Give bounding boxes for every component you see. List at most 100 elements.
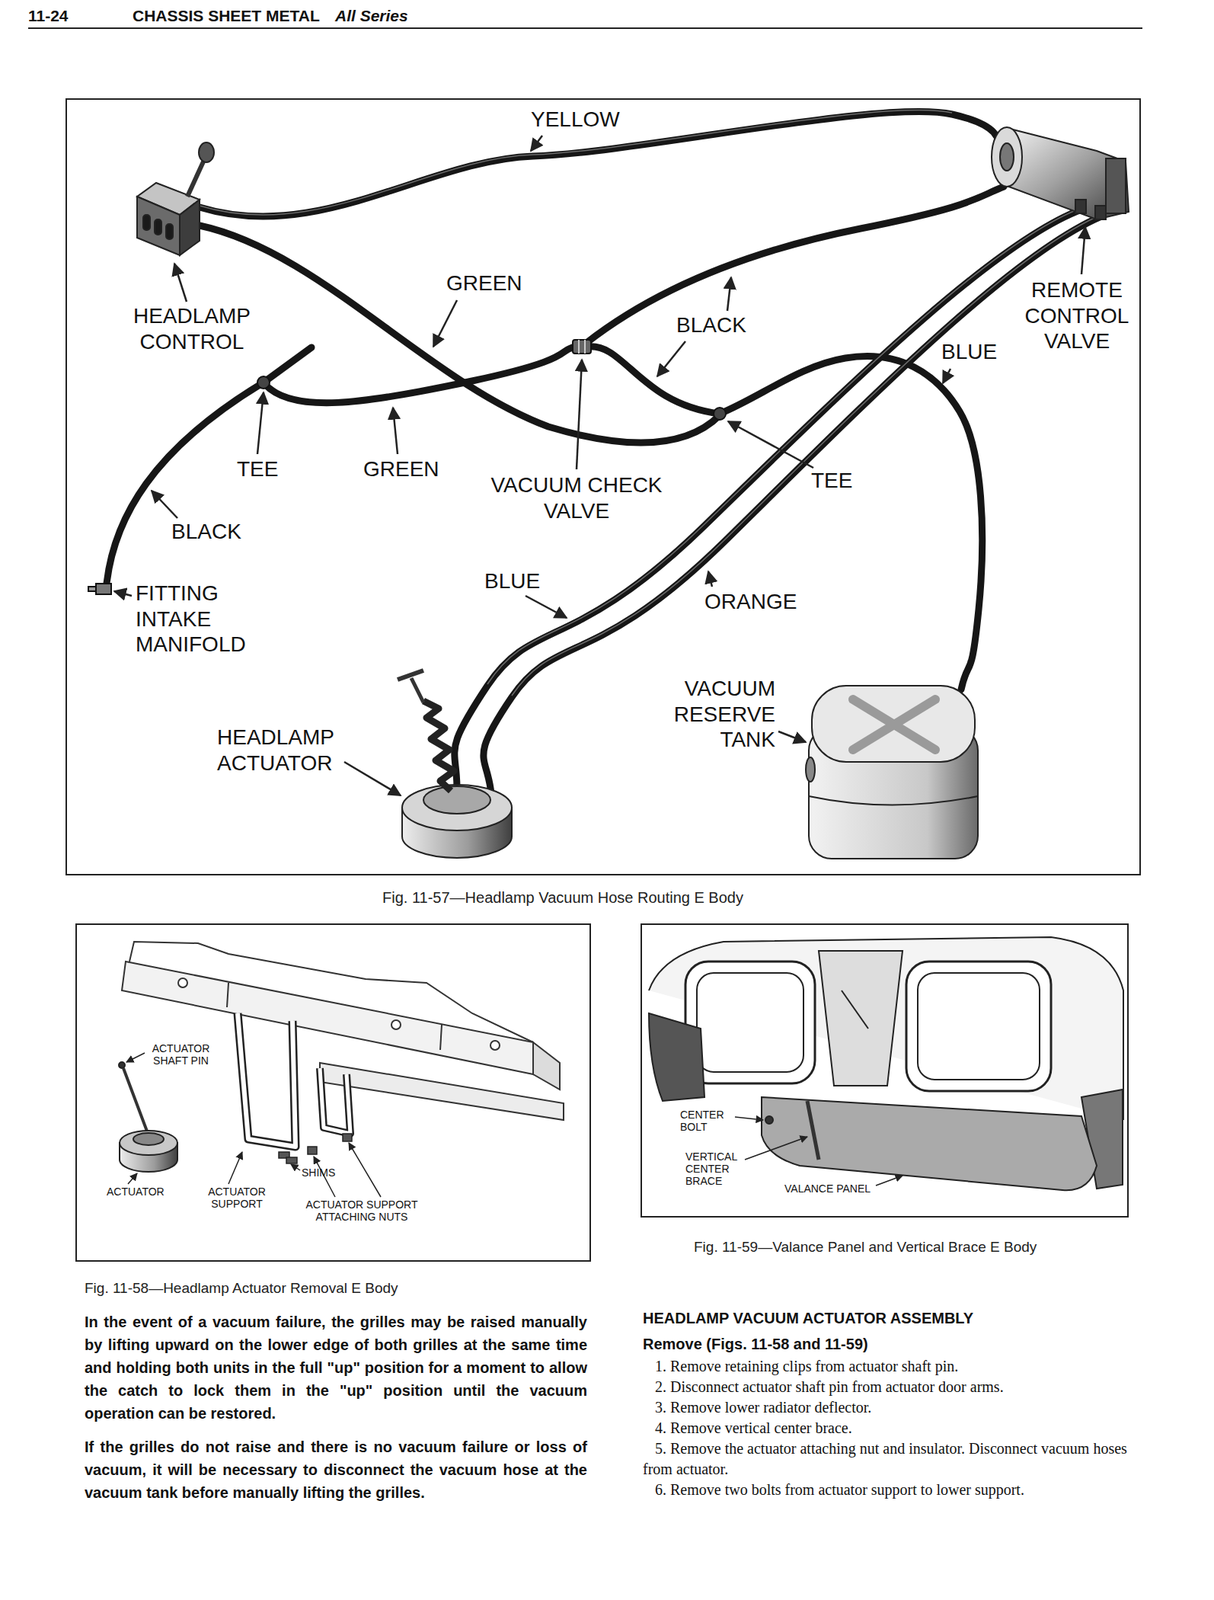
vacuum-check-valve <box>572 339 592 354</box>
body-paragraph: If the grilles do not raise and there is… <box>84 1434 588 1504</box>
procedure-step: 6. Remove two bolts from actuator suppor… <box>642 1479 1138 1500</box>
valance-panel <box>761 1096 1097 1190</box>
part-label: CENTER BOLT <box>680 1108 734 1133</box>
vacuum-check-valve <box>572 339 592 354</box>
hose-highlight <box>199 109 1102 696</box>
leader-line <box>744 1136 808 1160</box>
actuator-support <box>237 1012 351 1147</box>
leader-line <box>728 421 814 468</box>
part-label: TEE <box>811 467 853 494</box>
leader-line <box>576 359 582 470</box>
vacuum-hose <box>263 346 576 403</box>
leader-line <box>525 595 567 618</box>
leader-line <box>1081 226 1086 275</box>
hose-color-label: YELLOW <box>530 106 620 133</box>
figure-frame <box>66 99 1141 875</box>
actuator <box>119 1130 178 1155</box>
vacuum-check-valve <box>584 339 586 354</box>
body-paragraph: In the event of a vacuum failure, the gr… <box>84 1309 588 1425</box>
vacuum-reserve-tank <box>805 757 815 782</box>
headlamp-actuator <box>397 670 424 680</box>
headlamp-actuator <box>411 677 424 703</box>
car-front-end <box>696 972 804 1072</box>
vacuum-hose <box>586 186 1004 343</box>
part-label: ACTUATOR <box>106 1185 165 1199</box>
part-label: ACTUATOR SUPPORT <box>202 1185 272 1210</box>
hose-color-label: BLACK <box>676 312 747 339</box>
car-front-end <box>841 990 869 1029</box>
headlamp-control-switch <box>137 142 215 256</box>
remote-control-valve <box>1105 158 1126 214</box>
hose-highlight <box>487 207 1082 684</box>
actuator-support <box>237 1012 296 1147</box>
part-label: ACTUATOR SUPPORT ATTACHING NUTS <box>289 1198 435 1223</box>
actuator-support <box>319 1067 351 1134</box>
procedure-step: 4. Remove vertical center brace. <box>642 1417 1138 1438</box>
hose-color-label: GREEN <box>363 456 440 483</box>
intake-manifold-fitting <box>95 583 112 595</box>
headlamp-control-switch <box>143 214 151 231</box>
valance-panel <box>765 1115 774 1124</box>
hose-color-label: ORANGE <box>704 588 797 615</box>
leader-line <box>114 591 132 596</box>
part-label: TEE <box>236 456 278 483</box>
part-label: REMOTE CONTROL VALVE <box>1012 277 1142 355</box>
leader-line <box>348 1142 381 1197</box>
valance-panel <box>761 1096 1097 1190</box>
headlamp-control-switch <box>154 219 162 235</box>
part-label: SHIMS <box>301 1166 336 1179</box>
hose-highlight <box>511 214 1102 696</box>
shims-and-nuts <box>307 1146 317 1154</box>
vacuum-check-valve <box>578 339 580 354</box>
headlamp-control-switch <box>137 196 180 256</box>
leader-line <box>734 1116 764 1120</box>
hose-tee <box>713 407 726 420</box>
leader-line <box>433 300 457 347</box>
vacuum-hose <box>719 355 983 690</box>
part-label: HEADLAMP ACTUATOR <box>217 724 370 776</box>
radiator-support <box>121 941 564 1120</box>
figure-caption: Fig. 11-59—Valance Panel and Vertical Br… <box>693 1238 1037 1256</box>
car-front-end <box>818 950 903 1086</box>
part-label: VACUUM RESERVE TANK <box>645 675 776 753</box>
intake-manifold-fitting <box>88 583 112 595</box>
headlamp-control-switch <box>166 223 173 240</box>
radiator-support <box>226 982 229 1007</box>
leader-line <box>392 407 398 454</box>
radiator-support <box>391 1019 401 1029</box>
page-header-title: CHASSIS SHEET METAL <box>132 6 320 26</box>
actuator <box>118 1061 178 1172</box>
vacuum-hose <box>106 382 264 584</box>
headlamp-actuator <box>423 785 491 814</box>
radiator-support <box>121 961 534 1074</box>
vacuum-hose <box>263 347 312 383</box>
hose-color-label: GREEN <box>446 270 523 297</box>
hose-color-label: BLACK <box>171 518 242 545</box>
remote-control-valve <box>1095 205 1106 220</box>
radiator-support <box>533 1041 560 1090</box>
leader-line <box>875 1175 903 1186</box>
figure-caption: Fig. 11-57—Headlamp Vacuum Hose Routing … <box>382 888 744 907</box>
leader-line <box>151 490 178 518</box>
actuator-support <box>319 1067 351 1134</box>
leader-line <box>257 392 264 454</box>
procedure-step: 5. Remove the actuator attaching nut and… <box>642 1437 1138 1480</box>
actuator <box>123 1067 149 1135</box>
leader-line <box>727 277 732 311</box>
hose-color-label: BLUE <box>484 568 540 595</box>
hose-tee <box>257 376 726 420</box>
radiator-support <box>440 1024 442 1050</box>
intake-manifold-fitting <box>88 586 96 592</box>
procedure-heading: Remove (Figs. 11-58 and 11-59) <box>642 1334 869 1353</box>
radiator-support <box>178 977 188 988</box>
leader-line <box>942 368 951 384</box>
car-front-end <box>685 961 815 1084</box>
car-front-end <box>648 936 1124 1120</box>
remote-control-valve <box>1075 199 1087 214</box>
remote-control-valve <box>991 127 1129 220</box>
actuator <box>133 1132 164 1145</box>
radiator-support <box>490 1040 500 1050</box>
leader-line <box>290 1163 301 1170</box>
series-note: All Series <box>335 6 409 26</box>
